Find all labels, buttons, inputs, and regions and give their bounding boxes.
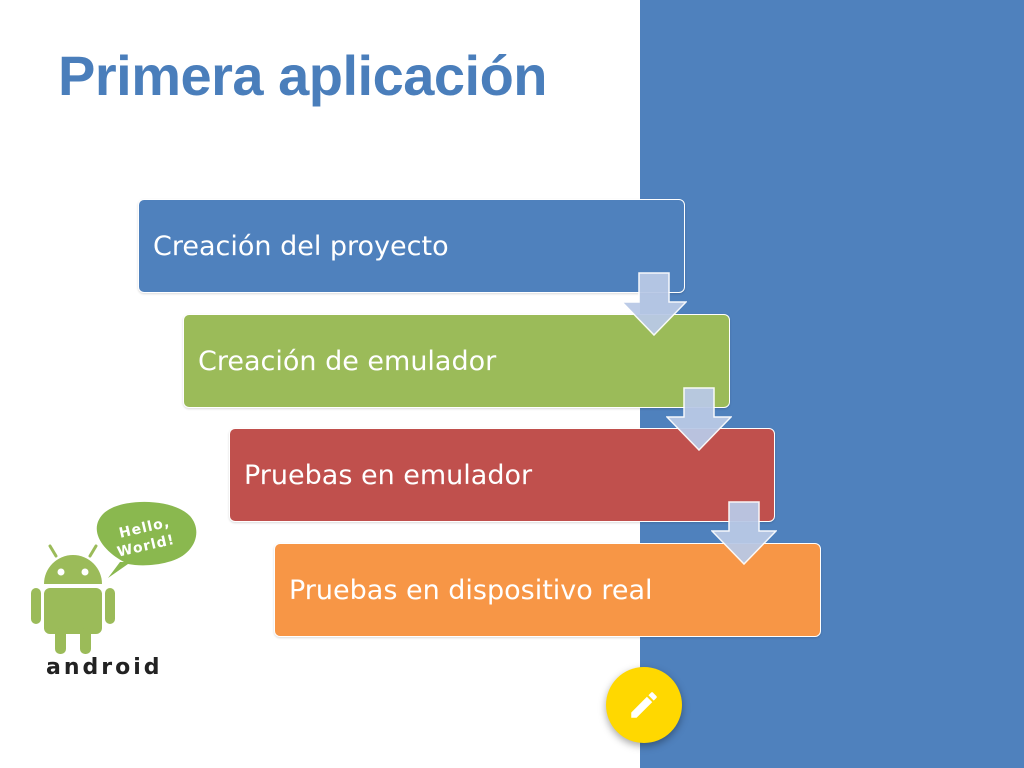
step-label: Creación del proyecto <box>153 230 449 262</box>
step-creacion-emulador: Creación de emulador <box>183 314 730 408</box>
down-arrow-icon <box>666 387 732 451</box>
android-robot-icon <box>31 544 115 654</box>
android-wordmark: android <box>46 655 163 680</box>
step-label: Pruebas en dispositivo real <box>289 574 653 606</box>
android-logo: Hello, World! android <box>31 501 197 680</box>
step-label: Pruebas en emulador <box>244 459 533 491</box>
step-pruebas-dispositivo: Pruebas en dispositivo real <box>274 543 821 637</box>
down-arrow-icon <box>711 501 777 565</box>
slide-title: Primera aplicación <box>58 44 548 107</box>
step-creacion-proyecto: Creación del proyecto <box>138 199 685 293</box>
pencil-icon <box>631 692 657 718</box>
speech-bubble: Hello, World! <box>96 501 197 578</box>
step-label: Creación de emulador <box>198 345 497 377</box>
edit-button[interactable] <box>606 667 682 743</box>
step-pruebas-emulador: Pruebas en emulador <box>229 428 775 522</box>
down-arrow-icon <box>621 272 687 336</box>
